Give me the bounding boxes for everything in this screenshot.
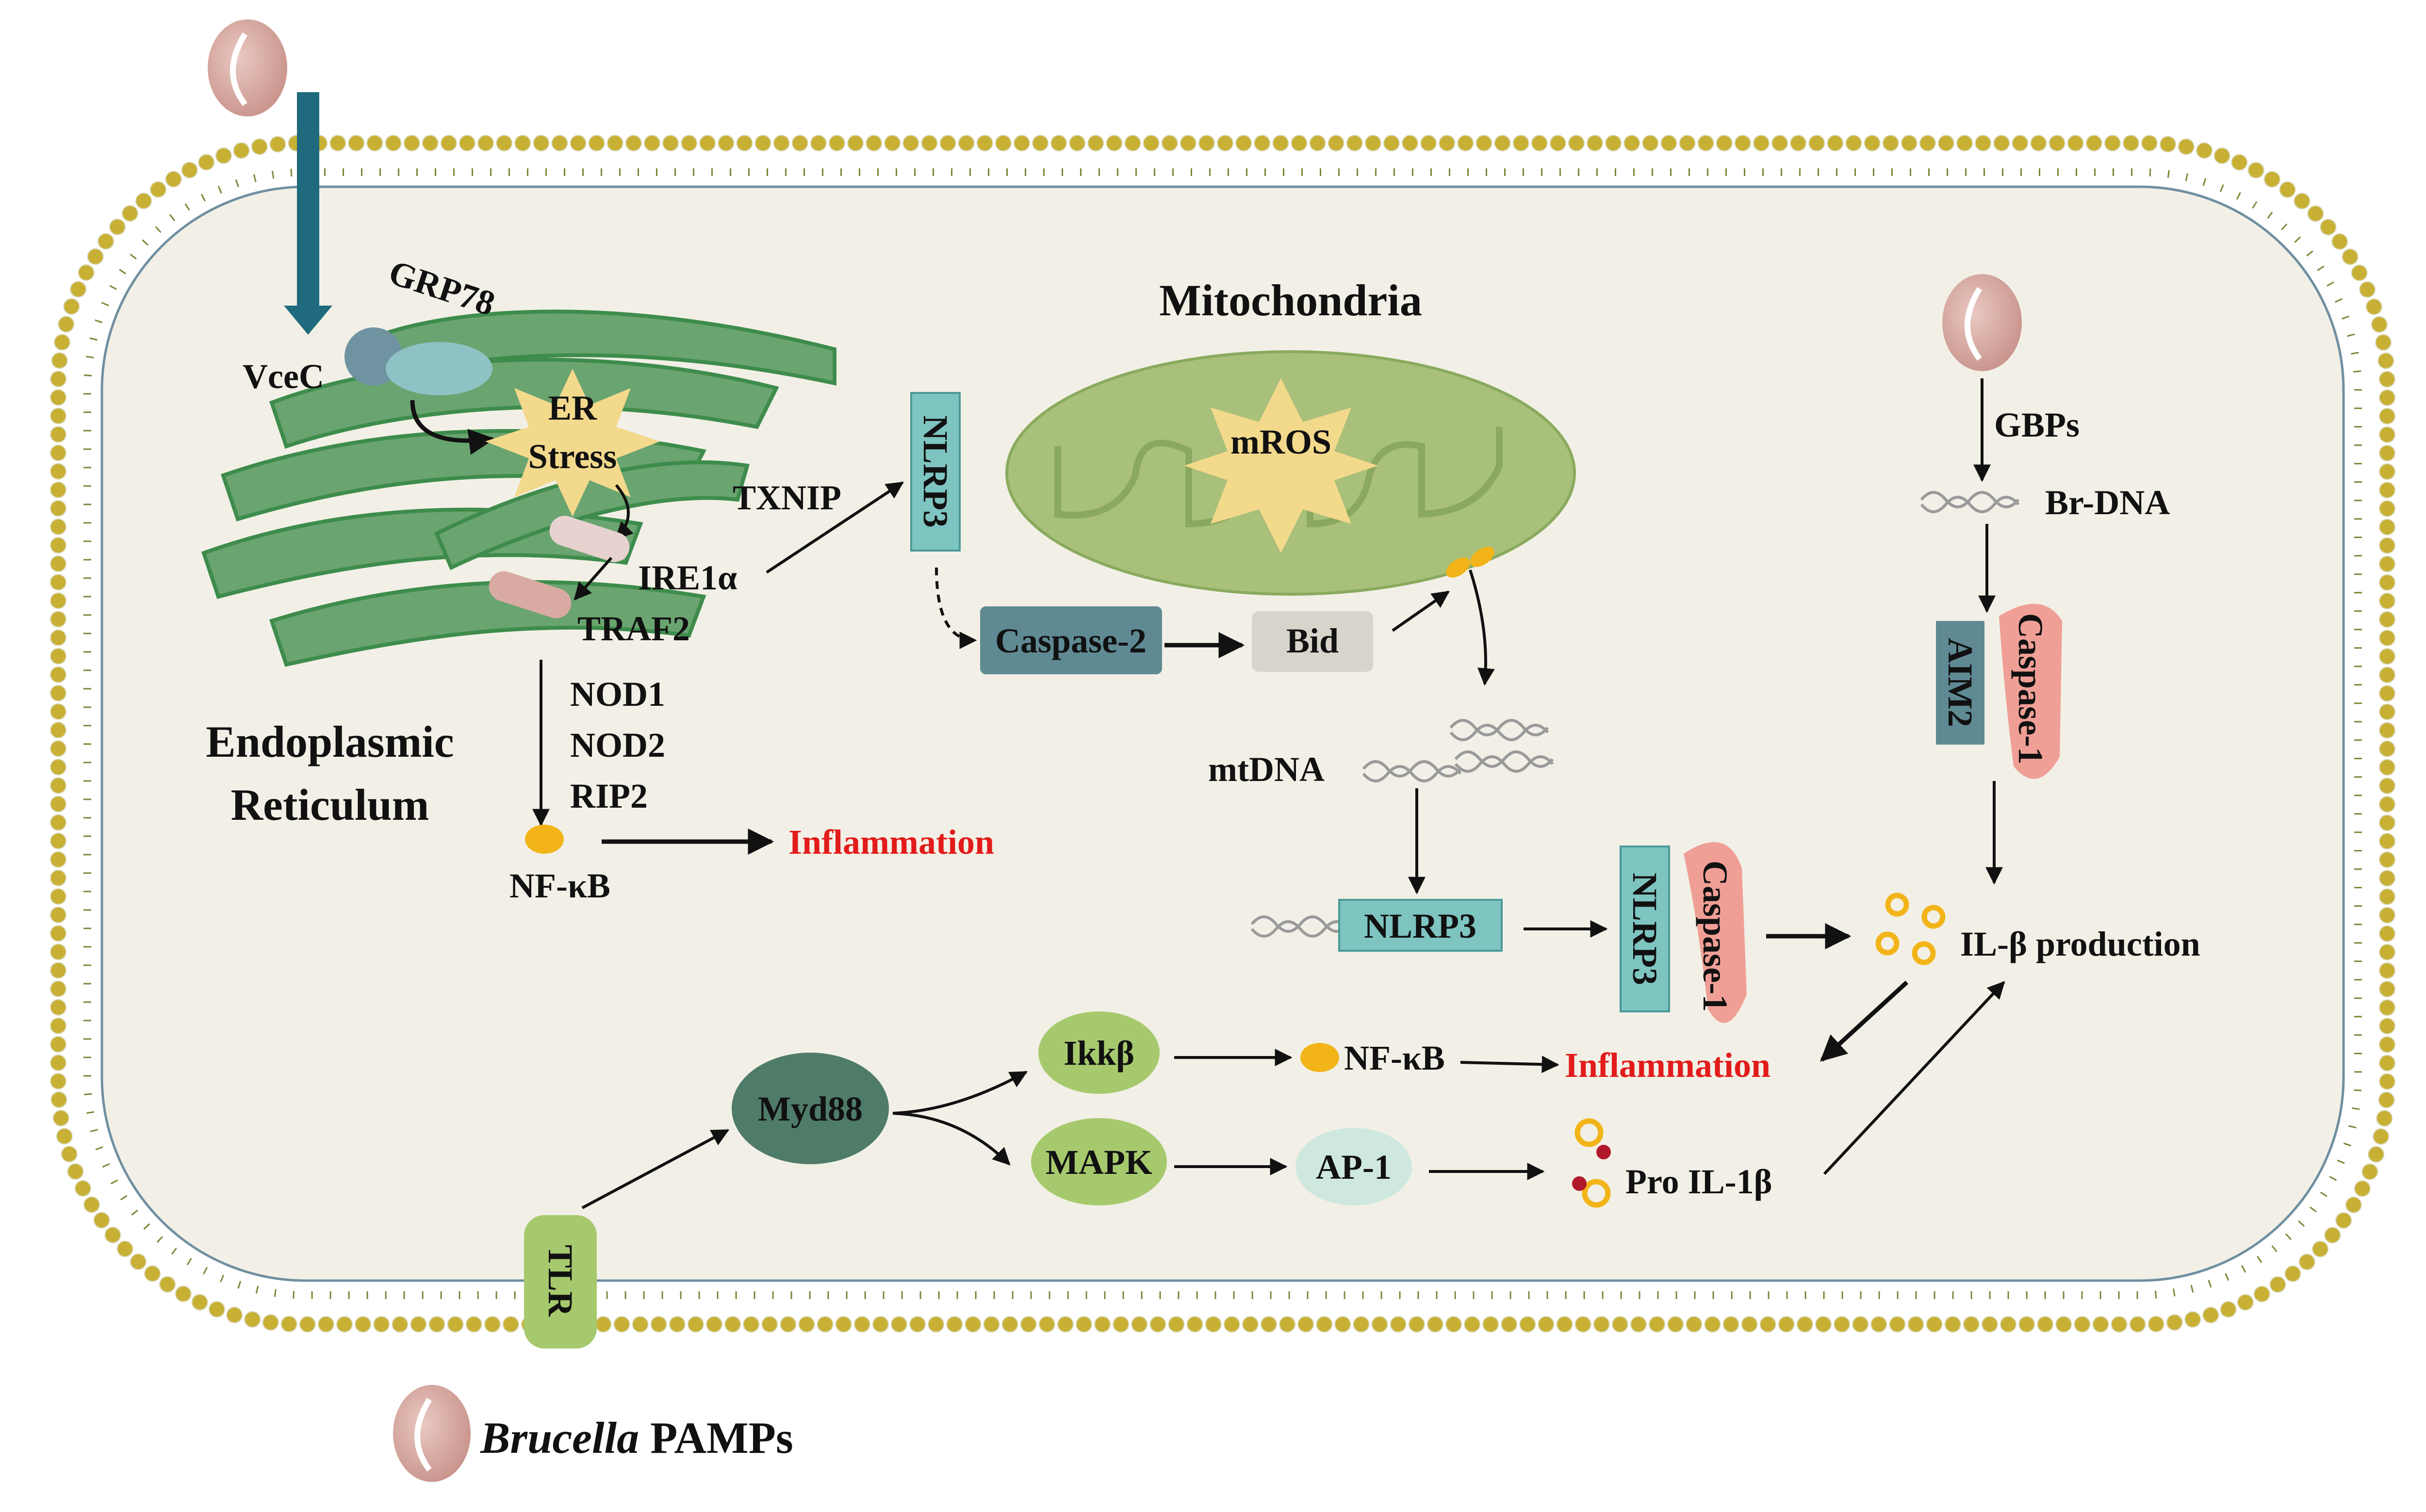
arrow-ire1a-to-traf2	[574, 557, 613, 601]
inflammation-top-label: Inflammation	[788, 823, 994, 862]
mapk-node	[1031, 1118, 1167, 1205]
vcec-grp78-complex	[344, 327, 492, 395]
gbps-label: GBPs	[1994, 406, 2080, 444]
pro-il1b-label: Pro IL-1β	[1625, 1162, 1772, 1201]
arrow-bid-to-mito-pore	[1392, 590, 1450, 632]
caspase2-label: Caspase-2	[995, 621, 1147, 660]
tlr-label: TLR	[541, 1245, 580, 1317]
br-dna-strand	[1920, 491, 2020, 513]
membrane-heads	[51, 136, 2394, 1332]
er-title-line-2: Reticulum	[231, 780, 429, 829]
mitochondria-title: Mitochondria	[1159, 276, 1422, 325]
nlrp3-mid-label: NLRP3	[1364, 907, 1476, 945]
myd88-label: Myd88	[758, 1089, 863, 1128]
arrow-il-to-inflammation	[1820, 980, 1909, 1062]
nlrp3-top-box	[910, 392, 961, 552]
nfkb-bottom-label: NF-κB	[1344, 1039, 1445, 1077]
br-dna-label: Br-DNA	[2045, 483, 2170, 522]
mtdna-strands	[1362, 719, 1554, 782]
rip2-label: RIP2	[570, 777, 648, 815]
aim2-label: AIM2	[1941, 638, 1980, 727]
caspase1-right-shape	[1999, 603, 2062, 779]
pro-il1b-icon	[1572, 1118, 1611, 1208]
caspase1-mid-shape	[1684, 842, 1747, 1023]
grp78-protein	[386, 342, 492, 395]
traf2-label: TRAF2	[577, 609, 690, 648]
ikkb-label: Ikkβ	[1064, 1034, 1134, 1073]
nlrp3-vert-label: NLRP3	[1625, 873, 1664, 985]
il-production-label: IL-β production	[1960, 925, 2200, 963]
mros-star	[1184, 378, 1378, 553]
nlrp3-vert-box	[1620, 845, 1670, 1012]
mito-pore-icon	[1446, 547, 1494, 578]
caspase2-box	[980, 606, 1162, 674]
arrow-tlr-to-myd88	[581, 1129, 730, 1209]
bacterium-right	[1942, 274, 2022, 371]
nfkb-top-dot	[525, 825, 564, 854]
er-title-line-1: Endoplasmic	[206, 717, 454, 766]
txnip-label: TXNIP	[733, 478, 841, 517]
arrow-nfkb-to-inflammation-bottom	[1460, 1056, 1559, 1073]
arrow-myd88-to-ikkb	[892, 1071, 1028, 1115]
ire1a-label: IRE1α	[638, 558, 737, 597]
aim2-box	[1936, 621, 1984, 745]
nfkb-top-label: NF-κB	[509, 866, 610, 905]
er-stress-label-2: Stress	[528, 437, 617, 476]
nod2-label: NOD2	[570, 726, 665, 764]
bid-box	[1252, 611, 1373, 672]
il-beta-icon	[1875, 893, 1946, 965]
arrow-mito-to-mtdna	[1469, 569, 1495, 686]
caspase1-right-label: Caspase-1	[2011, 613, 2050, 764]
myd88-node	[732, 1053, 889, 1164]
legend-label: Brucella PAMPs	[480, 1413, 793, 1463]
ap1-node	[1295, 1128, 1412, 1205]
nod1-label: NOD1	[570, 675, 665, 714]
arrow-ire1a-to-nlrp3	[766, 481, 904, 574]
vcec-label: VceC	[243, 357, 324, 396]
er-stress-star	[485, 369, 660, 517]
traf2-protein	[489, 571, 572, 618]
mtdna-strand-left	[1250, 915, 1350, 938]
caspase1-mid-label: Caspase-1	[1696, 861, 1735, 1012]
mtdna-label: mtDNA	[1208, 750, 1325, 789]
tlr-receptor	[524, 1215, 597, 1349]
bacterium-top-left	[208, 19, 287, 116]
arrow-nlrp3-to-caspase2	[935, 567, 977, 649]
ire1a-protein	[549, 516, 630, 562]
arrow-myd88-to-mapk	[892, 1112, 1011, 1166]
arrow-vcec-to-er	[410, 400, 495, 455]
nfkb-bottom-dot	[1300, 1043, 1339, 1072]
bid-label: Bid	[1286, 621, 1339, 660]
er-stress-label-1: ER	[548, 389, 597, 427]
legend-bacterium	[393, 1385, 471, 1482]
arrow-er-stress-to-ire1a	[615, 484, 634, 540]
nlrp3-mid-box	[1338, 899, 1503, 952]
entry-arrow	[284, 92, 332, 335]
mapk-label: MAPK	[1046, 1143, 1152, 1182]
arrow-pro-il-to-il	[1823, 981, 2005, 1175]
nlrp3-top-label: NLRP3	[916, 415, 955, 528]
mros-label: mROS	[1230, 423, 1331, 461]
inflammation-bottom-label: Inflammation	[1565, 1046, 1770, 1085]
ikkb-node	[1038, 1011, 1160, 1094]
membrane-heads-outline	[50, 135, 2395, 1333]
ap1-label: AP-1	[1316, 1148, 1392, 1187]
